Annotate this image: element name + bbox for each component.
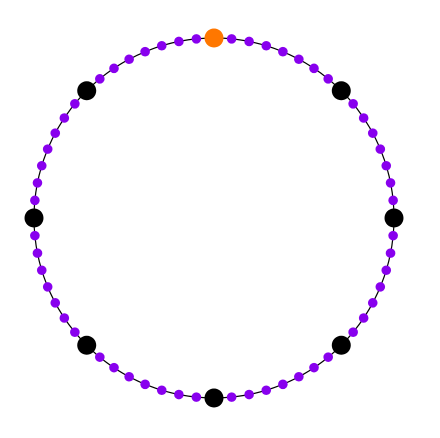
small-point <box>109 63 119 74</box>
small-point <box>388 230 398 241</box>
small-point <box>95 74 105 84</box>
major-point <box>331 335 351 355</box>
small-point <box>50 298 61 308</box>
small-point <box>348 99 358 109</box>
small-point <box>226 34 237 44</box>
small-point <box>381 160 392 171</box>
small-point <box>323 352 333 362</box>
small-point <box>388 195 398 206</box>
small-point <box>32 178 43 188</box>
small-point <box>30 230 40 241</box>
small-points-group <box>30 34 398 402</box>
small-point <box>385 178 396 188</box>
major-point <box>77 335 97 355</box>
small-point <box>109 362 119 373</box>
small-point <box>348 327 358 337</box>
small-point <box>309 63 319 74</box>
highlight-point <box>204 28 224 48</box>
small-point <box>59 113 70 123</box>
small-point <box>261 40 272 51</box>
small-point <box>191 34 202 44</box>
small-point <box>278 46 288 57</box>
small-point <box>59 313 70 323</box>
small-point <box>309 362 319 373</box>
small-point <box>50 128 61 138</box>
small-point <box>191 392 202 402</box>
small-point <box>381 265 392 276</box>
small-point <box>156 385 167 396</box>
small-point <box>140 46 150 57</box>
major-point <box>204 388 224 408</box>
major-point <box>77 81 97 101</box>
small-point <box>278 379 288 390</box>
major-point <box>24 208 44 228</box>
small-point <box>367 128 378 138</box>
small-point <box>174 389 184 400</box>
small-point <box>294 54 304 65</box>
small-point <box>32 248 43 258</box>
small-point <box>124 371 134 382</box>
small-point <box>30 195 40 206</box>
small-point <box>385 248 396 258</box>
small-point <box>358 313 369 323</box>
small-point <box>375 144 386 154</box>
small-point <box>124 54 134 65</box>
small-point <box>95 352 105 362</box>
small-point <box>140 379 150 390</box>
small-point <box>294 371 304 382</box>
major-point <box>331 81 351 101</box>
small-point <box>42 144 53 154</box>
small-point <box>70 327 80 337</box>
small-point <box>323 74 333 84</box>
small-point <box>244 389 254 400</box>
small-point <box>156 40 167 51</box>
small-point <box>261 385 272 396</box>
major-points-group <box>24 28 404 408</box>
small-point <box>226 392 237 402</box>
major-point <box>384 208 404 228</box>
small-point <box>174 36 184 47</box>
small-point <box>42 282 53 292</box>
small-point <box>36 265 47 276</box>
small-point <box>244 36 254 47</box>
small-point <box>358 113 369 123</box>
small-point <box>367 298 378 308</box>
small-point <box>70 99 80 109</box>
small-point <box>375 282 386 292</box>
small-point <box>36 160 47 171</box>
